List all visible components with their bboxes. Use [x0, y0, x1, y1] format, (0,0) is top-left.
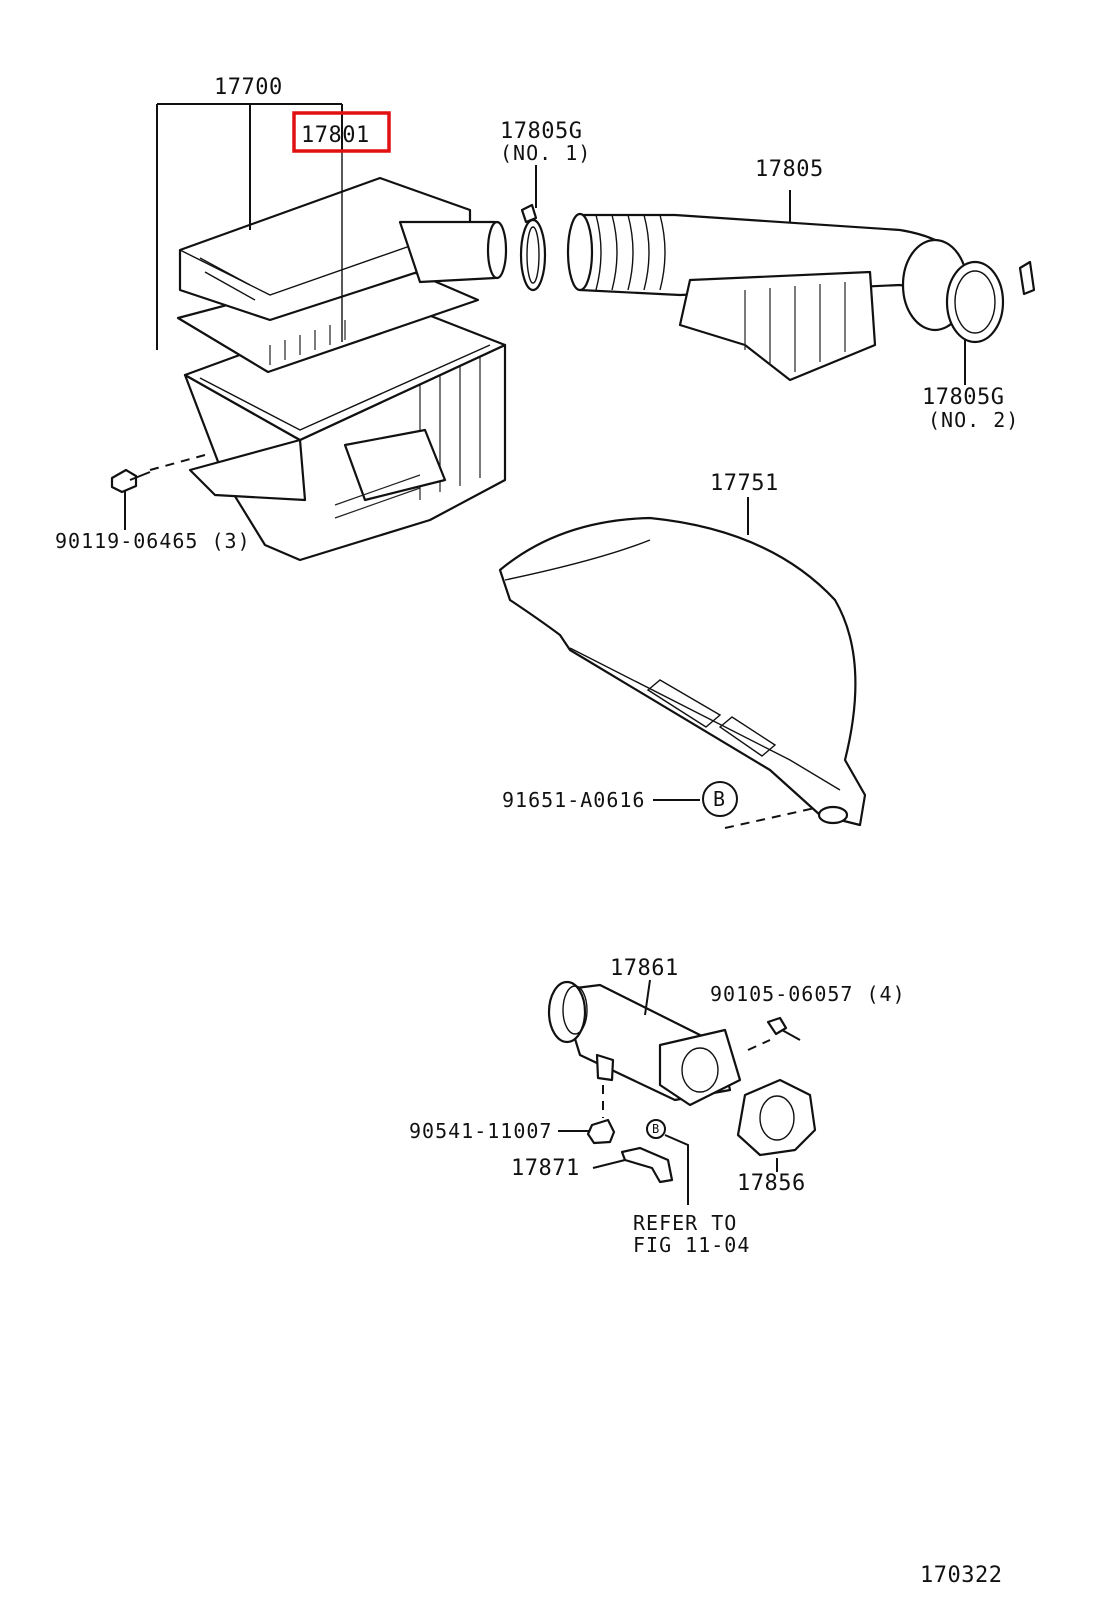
- grommet: [586, 1085, 616, 1145]
- label-bracket: 17871: [511, 1156, 580, 1181]
- bolt-inlet: [747, 1016, 801, 1051]
- label-hose: 17805: [755, 157, 824, 182]
- label-assembly: 17700: [214, 75, 283, 100]
- refer-leader: [664, 1134, 689, 1205]
- label-inlet: 17861: [610, 956, 679, 981]
- figure-number: 170322: [920, 1563, 1002, 1588]
- clip-dash: [724, 807, 816, 829]
- label-clamp-no2: 17805G: [922, 385, 1004, 410]
- ref-b-circle-bracket: [646, 1119, 666, 1139]
- label-element: 17801: [301, 123, 370, 148]
- bolt-left: [110, 454, 206, 530]
- label-refer-line1: REFER TO: [633, 1211, 737, 1235]
- highlight-box: [292, 111, 391, 153]
- clamp-no1: [519, 165, 547, 292]
- intake-hose: [566, 212, 1036, 382]
- air-duct: [498, 516, 867, 827]
- label-ref-b-bracket: B: [652, 1122, 659, 1136]
- label-clamp-no1-note: (NO. 1): [500, 141, 591, 165]
- air-cleaner-assembly: [176, 176, 508, 562]
- label-clip: 91651-A0616: [502, 788, 645, 812]
- label-bolt-inlet: 90105-06057 (4): [710, 982, 906, 1006]
- label-ref-b-duct: B: [713, 787, 726, 811]
- label-duct: 17751: [710, 471, 779, 496]
- inlet-leader: [644, 979, 651, 1016]
- bracket-leader: [592, 1159, 626, 1169]
- intake-inlet: [547, 980, 742, 1107]
- bracket: [620, 1146, 674, 1184]
- label-grommet: 90541-11007: [409, 1119, 552, 1143]
- label-gasket: 17856: [737, 1171, 806, 1196]
- label-refer-line2: FIG 11-04: [633, 1233, 750, 1257]
- gasket: [736, 1078, 817, 1157]
- label-clamp-no1: 17805G: [500, 119, 582, 144]
- ref-b-circle-duct: [702, 781, 738, 817]
- assembly-leader: [156, 103, 343, 350]
- label-bolt-left: 90119-06465 (3): [55, 529, 251, 553]
- label-clamp-no2-note: (NO. 2): [928, 408, 1019, 432]
